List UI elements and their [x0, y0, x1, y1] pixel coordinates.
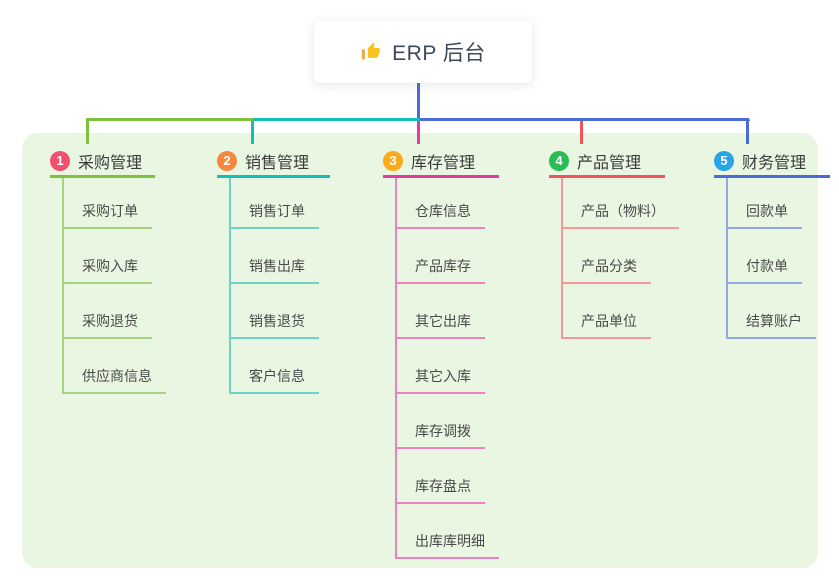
root-label: ERP 后台	[392, 42, 486, 65]
root-node[interactable]: ERP 后台	[314, 21, 532, 83]
child-node[interactable]: 仓库信息	[397, 178, 485, 229]
child-node-label: 销售订单	[249, 203, 305, 219]
branch-number-badge: 5	[714, 150, 734, 171]
child-node[interactable]: 回款单	[728, 178, 802, 229]
child-node[interactable]: 库存调拨	[397, 394, 485, 449]
child-node-label: 产品分类	[581, 258, 637, 274]
child-node-label: 回款单	[746, 203, 788, 219]
child-node[interactable]: 采购订单	[64, 178, 152, 229]
branch-title-node[interactable]: 1 采购管理	[50, 146, 155, 178]
branch-title-label: 采购管理	[78, 154, 143, 172]
branch: 4 产品管理 产品（物料） 产品分类产品单位	[549, 146, 679, 339]
connector-drop-branch-5	[746, 118, 749, 144]
mindmap-panel: 1 采购管理 采购订单采购入库采购退货供应商信息 2 销售管理 销售订单销售出库…	[22, 133, 830, 568]
child-node[interactable]: 销售出库	[231, 229, 319, 284]
child-node-label: 仓库信息	[415, 203, 471, 219]
child-node-label: 产品库存	[415, 258, 471, 274]
child-node-label: 付款单	[746, 258, 788, 274]
child-node[interactable]: 采购入库	[64, 229, 152, 284]
child-node-label: 其它出库	[415, 313, 471, 329]
branch: 3 库存管理 仓库信息产品库存其它出库其它入库库存调拨库存盘点出库库明细	[383, 146, 499, 559]
branch-title-label: 库存管理	[411, 154, 476, 172]
child-node[interactable]: 产品（物料）	[563, 178, 679, 229]
connector-drop-branch-2	[251, 118, 254, 144]
connector-bus-middle	[253, 118, 420, 121]
child-node-label: 其它入库	[415, 368, 471, 384]
branch-children: 产品（物料） 产品分类产品单位	[561, 178, 679, 339]
child-node[interactable]: 销售订单	[231, 178, 319, 229]
child-node[interactable]: 产品分类	[563, 229, 651, 284]
child-node[interactable]: 客户信息	[231, 339, 319, 394]
child-node[interactable]: 库存盘点	[397, 449, 485, 504]
branch-title-node[interactable]: 2 销售管理	[217, 146, 330, 178]
child-node[interactable]: 供应商信息	[64, 339, 166, 394]
child-node-label: 产品（物料）	[581, 203, 665, 219]
child-node-label: 采购退货	[82, 313, 138, 329]
child-node-label: 采购订单	[82, 203, 138, 219]
child-node[interactable]: 其它出库	[397, 284, 485, 339]
child-node-label: 结算账户	[746, 313, 802, 329]
connector-drop-branch-3	[417, 121, 420, 144]
child-node[interactable]: 结算账户	[728, 284, 816, 339]
connector-drop-branch-1	[86, 118, 89, 144]
branch: 1 采购管理 采购订单采购入库采购退货供应商信息	[50, 146, 166, 394]
connector-bus-right	[420, 118, 750, 121]
branch-title-label: 财务管理	[742, 154, 807, 172]
child-node[interactable]: 其它入库	[397, 339, 485, 394]
branch: 5 财务管理 回款单付款单结算账户	[714, 146, 830, 339]
child-node-label: 客户信息	[249, 368, 305, 384]
branch-number-badge: 3	[383, 150, 403, 171]
child-node[interactable]: 销售退货	[231, 284, 319, 339]
branch-title-node[interactable]: 3 库存管理	[383, 146, 499, 178]
child-node[interactable]: 产品单位	[563, 284, 651, 339]
branch-children: 销售订单销售出库销售退货客户信息	[229, 178, 330, 394]
connector-bus-left	[87, 118, 253, 121]
branch-children: 仓库信息产品库存其它出库其它入库库存调拨库存盘点出库库明细	[395, 178, 499, 559]
child-node-label: 产品单位	[581, 313, 637, 329]
child-node-label: 库存调拨	[415, 423, 471, 439]
connector-root-stem	[417, 82, 420, 121]
branch-title-node[interactable]: 4 产品管理	[549, 146, 665, 178]
branch-title-label: 产品管理	[577, 154, 642, 172]
branch-children: 回款单付款单结算账户	[726, 178, 830, 339]
child-node-label: 采购入库	[82, 258, 138, 274]
child-node-label: 库存盘点	[415, 478, 471, 494]
child-node[interactable]: 付款单	[728, 229, 802, 284]
branch: 2 销售管理 销售订单销售出库销售退货客户信息	[217, 146, 330, 394]
child-node[interactable]: 出库库明细	[397, 504, 499, 559]
branch-number-badge: 4	[549, 150, 569, 171]
child-node[interactable]: 产品库存	[397, 229, 485, 284]
connector-drop-branch-4	[580, 121, 583, 144]
child-node-label: 销售出库	[249, 258, 305, 274]
branch-number-badge: 2	[217, 150, 237, 171]
branch-children: 采购订单采购入库采购退货供应商信息	[62, 178, 166, 394]
thumbs-up-icon	[360, 41, 382, 63]
child-node-label: 供应商信息	[82, 368, 152, 384]
branch-title-node[interactable]: 5 财务管理	[714, 146, 830, 178]
branch-title-label: 销售管理	[245, 154, 310, 172]
child-node[interactable]: 采购退货	[64, 284, 152, 339]
branch-number-badge: 1	[50, 150, 70, 171]
child-node-label: 销售退货	[249, 313, 305, 329]
child-node-label: 出库库明细	[415, 533, 485, 549]
